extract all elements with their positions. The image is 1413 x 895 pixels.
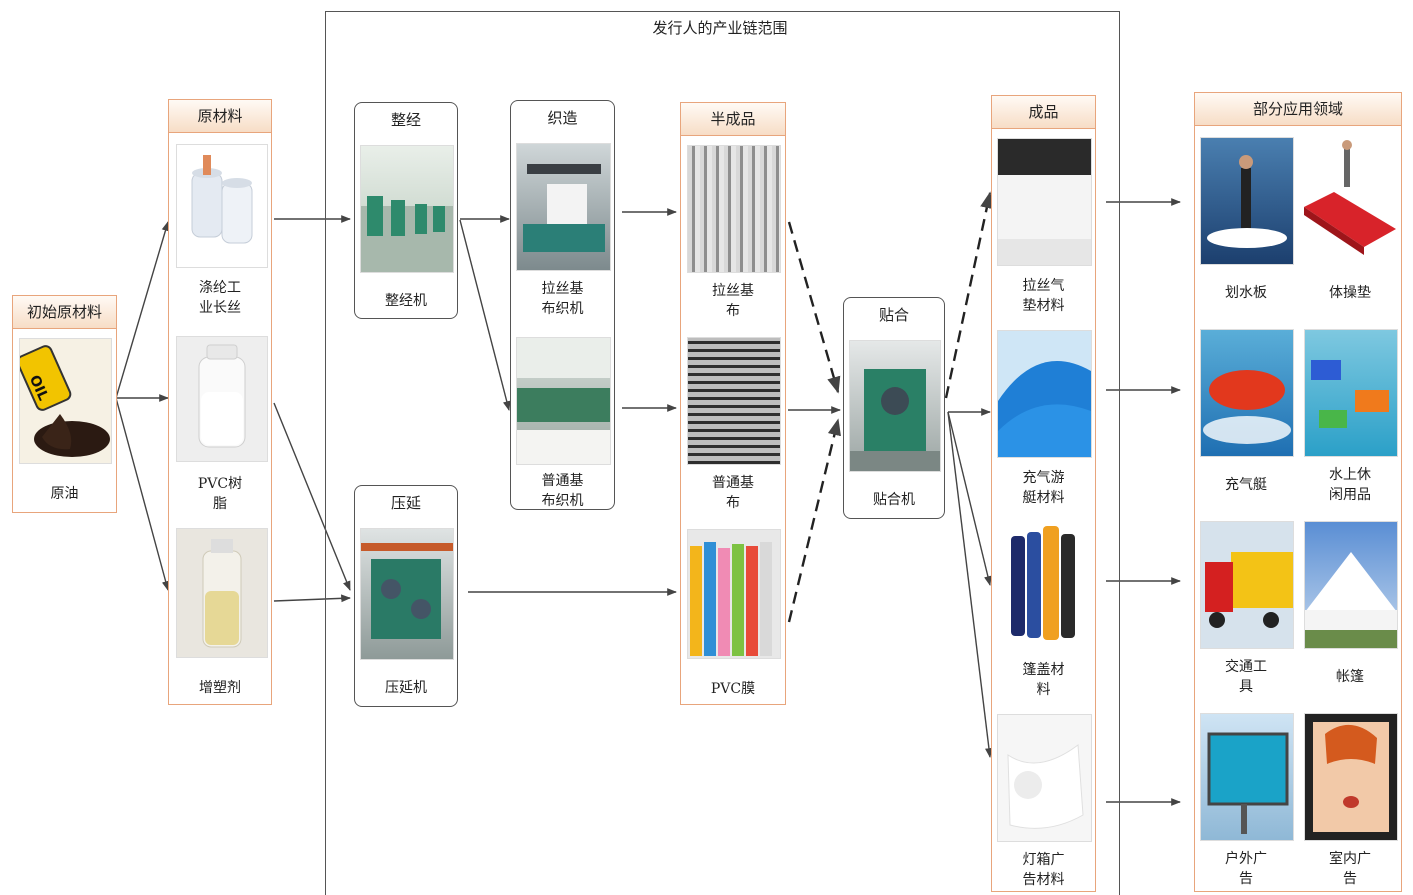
water-leisure-image bbox=[1304, 329, 1398, 457]
paddle-board-image bbox=[1200, 137, 1294, 265]
issuer-scope-frame bbox=[325, 11, 1120, 895]
pull-material-image bbox=[997, 138, 1092, 266]
outdoor-ad-label: 户外广 告 bbox=[1225, 851, 1267, 887]
outdoor-ad-image bbox=[1200, 713, 1294, 841]
calender-header: 压延 bbox=[390, 494, 421, 512]
tarpaulin-image bbox=[997, 522, 1090, 650]
water-leisure-label: 水上休 闲用品 bbox=[1329, 467, 1371, 503]
truck-label: 交通工 具 bbox=[1225, 659, 1267, 695]
arrow-oil-to-yarn bbox=[115, 221, 170, 399]
tent-image bbox=[1304, 521, 1398, 649]
warping-box: 整经 整经机 bbox=[354, 102, 458, 319]
pvc-film-image bbox=[687, 529, 781, 659]
tent-label: 帐篷 bbox=[1336, 669, 1364, 685]
laminating-machine-label: 贴合机 bbox=[873, 492, 915, 508]
pull-loom-image bbox=[516, 143, 611, 271]
pvc-resin-image bbox=[176, 336, 268, 462]
plain-fabric-label: 普通基 布 bbox=[712, 475, 754, 511]
inflatable-boat-material-image bbox=[997, 330, 1092, 458]
pull-material-label: 拉丝气 垫材料 bbox=[1022, 278, 1065, 314]
calender-box: 压延 压延机 bbox=[354, 485, 458, 707]
pvc-resin-label: PVC树 脂 bbox=[197, 476, 243, 512]
arrow-oil-to-plasticizer bbox=[115, 397, 170, 591]
warping-header: 整经 bbox=[390, 111, 421, 129]
pull-fabric-label: 拉丝基 布 bbox=[712, 283, 754, 319]
inflatable-boat-image bbox=[1200, 329, 1294, 457]
pvc-film-label: PVC膜 bbox=[710, 681, 756, 697]
semi-finished-header: 半成品 bbox=[681, 103, 785, 136]
plain-fabric-image bbox=[687, 337, 781, 465]
crude-oil-label: 原油 bbox=[50, 486, 79, 502]
raw-material-column: 原材料 涤纶工 业长丝 PVC树 脂 增塑剂 bbox=[168, 99, 272, 705]
lightbox-material-image bbox=[997, 714, 1092, 842]
applications-header: 部分应用领域 bbox=[1195, 93, 1401, 126]
applications-column: 部分应用领域 划水板 体操垫 充气艇 水上休 闲用品 bbox=[1194, 92, 1402, 892]
plain-loom-image bbox=[516, 337, 611, 465]
raw-material-header: 原材料 bbox=[169, 100, 271, 133]
crude-oil-image: OIL bbox=[19, 338, 112, 464]
indoor-ad-label: 室内广 告 bbox=[1329, 851, 1371, 887]
truck-image bbox=[1200, 521, 1294, 649]
inflatable-boat-label: 充气艇 bbox=[1225, 477, 1267, 493]
warping-machine-image bbox=[360, 145, 454, 273]
finished-column: 成品 拉丝气 垫材料 充气游 艇材料 篷盖材 料 灯箱广 告材料 bbox=[991, 95, 1096, 892]
plain-loom-label: 普通基 布织机 bbox=[541, 473, 584, 509]
plasticizer-label: 增塑剂 bbox=[199, 680, 241, 696]
gym-mat-label: 体操垫 bbox=[1329, 285, 1371, 301]
paddle-board-label: 划水板 bbox=[1225, 285, 1267, 301]
calender-machine-image bbox=[360, 528, 454, 660]
tarpaulin-label: 篷盖材 料 bbox=[1022, 662, 1065, 698]
finished-header: 成品 bbox=[992, 96, 1095, 129]
calender-machine-label: 压延机 bbox=[385, 680, 427, 696]
pull-fabric-image bbox=[687, 145, 781, 273]
laminating-machine-image bbox=[849, 340, 941, 472]
inflatable-boat-material-label: 充气游 艇材料 bbox=[1022, 470, 1065, 506]
polyester-yarn-image bbox=[176, 144, 268, 268]
gym-mat-image bbox=[1304, 137, 1396, 263]
laminate-box: 贴合 贴合机 bbox=[843, 297, 945, 519]
pull-loom-label: 拉丝基 布织机 bbox=[541, 281, 584, 317]
weaving-box: 织造 拉丝基 布织机 普通基 布织机 bbox=[510, 100, 615, 510]
laminate-header: 贴合 bbox=[878, 306, 909, 324]
plasticizer-image bbox=[176, 528, 268, 658]
initial-material-header: 初始原材料 bbox=[13, 296, 116, 329]
indoor-ad-image bbox=[1304, 713, 1398, 841]
weaving-header: 织造 bbox=[547, 109, 578, 127]
lightbox-material-label: 灯箱广 告材料 bbox=[1022, 852, 1065, 888]
issuer-scope-title: 发行人的产业链范围 bbox=[652, 19, 788, 37]
semi-finished-column: 半成品 拉丝基 布 普通基 布 PVC膜 bbox=[680, 102, 786, 705]
initial-material-column: 初始原材料 OIL 原油 bbox=[12, 295, 117, 513]
warping-machine-label: 整经机 bbox=[385, 293, 427, 309]
polyester-yarn-label: 涤纶工 业长丝 bbox=[199, 280, 241, 316]
